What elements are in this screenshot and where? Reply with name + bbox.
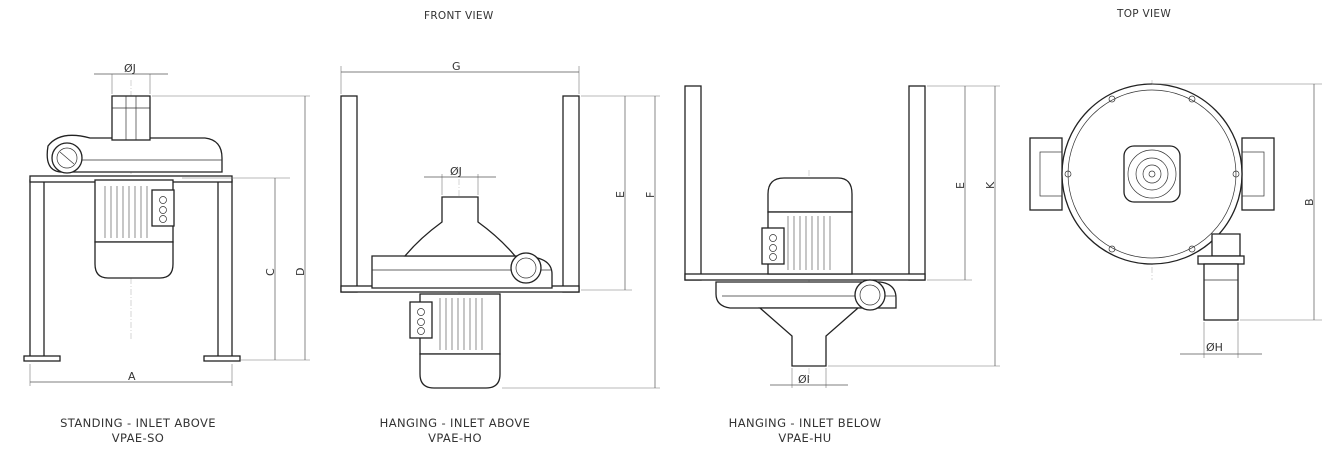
support-leg-right	[217, 179, 233, 361]
hanger-left	[340, 95, 358, 293]
outlet-pipe	[1203, 263, 1239, 321]
hanger-right	[562, 95, 580, 293]
dim-label-k: K	[984, 181, 997, 189]
dim-label-d: D	[294, 268, 307, 276]
caption-title: HANGING - INLET BELOW	[728, 416, 882, 430]
dim-label-j: ØJ	[124, 62, 136, 75]
support-leg-left	[29, 179, 45, 361]
dim-label-e: E	[614, 191, 627, 198]
dim-label-e: E	[954, 182, 967, 189]
caption-title: HANGING - INLET ABOVE	[379, 416, 531, 430]
dim-label-g: G	[452, 60, 461, 73]
hanger-right	[908, 85, 926, 281]
caption-model: VPAE-HO	[428, 431, 482, 445]
caption-hanging-inlet-above: HANGING - INLET ABOVE VPAE-HO	[355, 416, 555, 446]
dim-label-i: ØI	[798, 373, 810, 386]
caption-title: STANDING - INLET ABOVE	[60, 416, 216, 430]
dim-label-h: ØH	[1206, 341, 1223, 354]
motor-hub	[1123, 145, 1181, 203]
top-view-header: TOP VIEW	[1117, 8, 1172, 20]
motor-end-cap	[94, 241, 174, 279]
inlet-cone	[403, 196, 517, 257]
outlet-flange	[1197, 255, 1245, 265]
view-hanging-inlet-above: G ØJ E F	[340, 60, 660, 389]
hanger-left	[684, 85, 702, 281]
dim-label-c: C	[264, 268, 277, 276]
caption-model: VPAE-HU	[778, 431, 832, 445]
dim-label-b: B	[1303, 198, 1316, 206]
motor-body	[419, 293, 501, 355]
caption-model: VPAE-SO	[111, 431, 165, 445]
view-top: ØH B	[1029, 80, 1322, 358]
view-hanging-inlet-below: ØI E K	[684, 85, 1000, 388]
dim-label-j: ØJ	[450, 165, 462, 178]
dim-label-a: A	[128, 370, 136, 383]
motor-end-cap	[767, 177, 853, 213]
motor-end-cap	[419, 353, 501, 389]
leg-foot-left	[23, 355, 61, 362]
leg-foot-right	[203, 355, 241, 362]
caption-hanging-inlet-below: HANGING - INLET BELOW VPAE-HU	[705, 416, 905, 446]
caption-standing-inlet-above: STANDING - INLET ABOVE VPAE-SO	[38, 416, 238, 446]
terminal-box	[151, 189, 175, 227]
bracket-left	[1029, 137, 1063, 211]
view-standing-inlet-above: ØJ A C D	[23, 62, 310, 386]
outlet-duct	[1211, 233, 1241, 257]
terminal-box	[409, 301, 433, 339]
inlet-pipe	[111, 95, 151, 141]
bracket-right	[1241, 137, 1275, 211]
outlet-flange	[854, 279, 886, 311]
dim-label-f: F	[644, 192, 657, 198]
fan-housing	[46, 134, 223, 173]
fan-housing	[715, 281, 897, 309]
outlet-flange	[510, 252, 542, 284]
frame-bar	[684, 273, 926, 281]
front-view-header: FRONT VIEW	[424, 10, 494, 22]
inlet-cone	[758, 307, 860, 367]
terminal-box	[761, 227, 785, 265]
